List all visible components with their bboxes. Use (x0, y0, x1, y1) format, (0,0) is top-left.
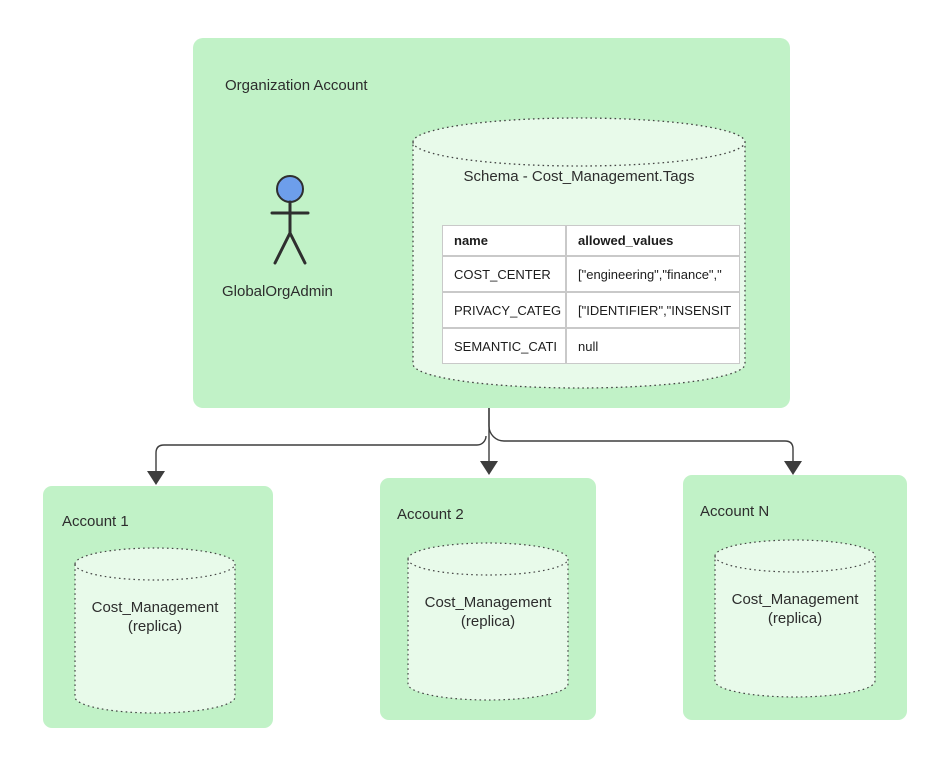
replica-db-name: Cost_Management (424, 594, 552, 611)
arrowhead-down-icon (784, 461, 802, 475)
replica-db-name: Cost_Management (731, 591, 859, 608)
connectors (155, 408, 794, 471)
organization-account-title: Organization Account (225, 77, 368, 94)
replica-db-suffix: (replica) (460, 613, 516, 630)
table-row: COST_CENTER ["engineering","finance"," (442, 256, 740, 292)
schema-table-header-row: name allowed_values (442, 225, 740, 257)
schema-table-header-allowed-values: allowed_values (566, 225, 740, 257)
replica-cylinder-1-label: Cost_Management (replica) (55, 598, 255, 636)
account-2-label: Account 2 (397, 506, 464, 523)
table-row: SEMANTIC_CATI null (442, 327, 740, 364)
arrowhead-down-icon (147, 471, 165, 485)
schema-table-header-name: name (442, 225, 567, 257)
connector-left (155, 435, 487, 471)
cell-name: PRIVACY_CATEG (442, 291, 567, 328)
replica-db-suffix: (replica) (127, 618, 183, 635)
schema-table: name allowed_values COST_CENTER ["engine… (442, 225, 740, 364)
account-n-label: Account N (700, 503, 770, 520)
table-row: PRIVACY_CATEG ["IDENTIFIER","INSENSIT (442, 291, 740, 328)
arrowhead-down-icon (480, 461, 498, 475)
cell-allowed-values: ["IDENTIFIER","INSENSIT (566, 291, 740, 328)
cell-name: SEMANTIC_CATI (442, 327, 567, 364)
cell-allowed-values: ["engineering","finance"," (578, 266, 722, 282)
cell-allowed-values: null (566, 327, 740, 364)
account-1-label: Account 1 (62, 513, 129, 530)
schema-cylinder-title: Schema - Cost_Management.Tags (463, 168, 695, 185)
replica-cylinder-n-label: Cost_Management (replica) (695, 590, 895, 628)
connector-right (488, 408, 794, 461)
replica-db-name: Cost_Management (91, 599, 219, 616)
cell-name: COST_CENTER (442, 256, 567, 292)
replica-cylinder-2-label: Cost_Management (replica) (388, 593, 588, 631)
actor-label: GlobalOrgAdmin (222, 283, 333, 300)
replica-db-suffix: (replica) (767, 610, 823, 627)
